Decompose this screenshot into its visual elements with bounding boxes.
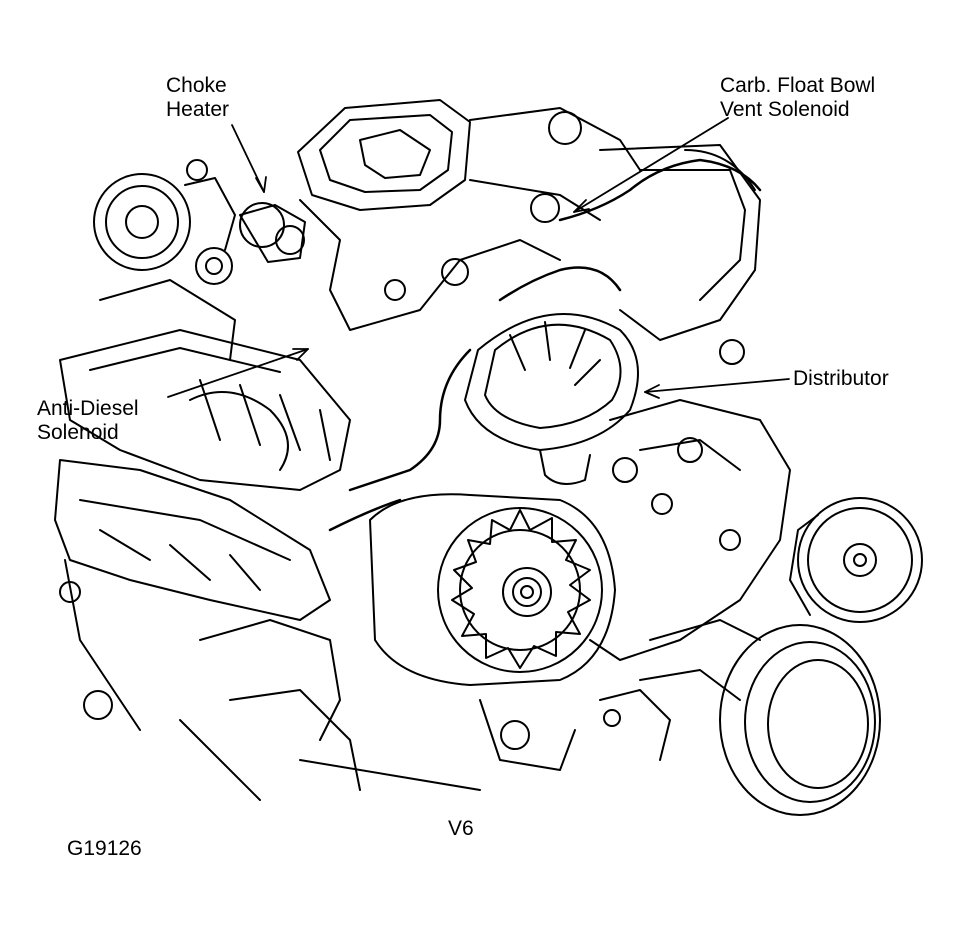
anti-diesel-leader <box>167 348 309 398</box>
distributor-label: Distributor <box>793 367 889 390</box>
compressor-clutch <box>639 619 881 816</box>
callout-leaders <box>167 117 790 399</box>
choke-heater <box>239 202 306 263</box>
engine-type-caption: V6 <box>448 817 474 840</box>
figure-id: G19126 <box>67 837 142 860</box>
water-pump-pulley <box>789 497 923 623</box>
carb-float-bowl-vent-solenoid-label: Carb. Float Bowl Vent Solenoid <box>720 74 876 121</box>
distributor-leader <box>644 378 790 393</box>
exhaust-manifold <box>54 459 331 731</box>
upper-left-pulley <box>93 159 236 361</box>
distributor <box>464 313 639 485</box>
choke-heater-leader <box>231 124 265 193</box>
anti-diesel-arrowhead <box>292 348 309 361</box>
choke-heater-arrowhead <box>255 176 267 193</box>
wiring-harness <box>328 158 762 532</box>
carburetor-assembly <box>297 99 641 331</box>
timing-cover <box>589 399 791 761</box>
intake-manifold <box>59 329 351 491</box>
carb-vent-leader <box>573 117 729 213</box>
alternator <box>369 493 616 771</box>
valve-cover-right <box>599 144 761 365</box>
anti-diesel-solenoid-label: Anti-Diesel Solenoid <box>37 397 139 444</box>
carb-vent-arrowhead <box>573 199 590 213</box>
distributor-arrowhead <box>644 384 660 399</box>
choke-heater-label: Choke Heater <box>166 74 230 121</box>
frame-rail <box>179 619 481 801</box>
